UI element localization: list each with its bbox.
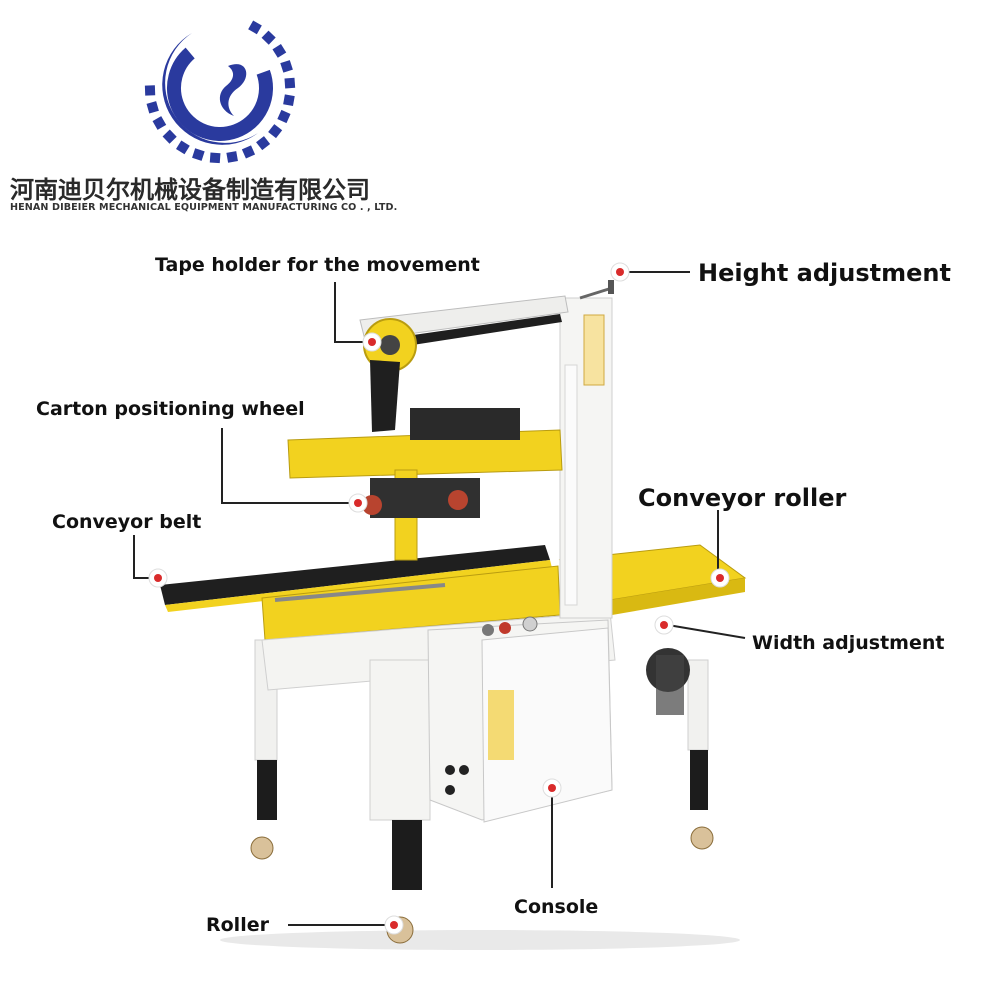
label-tape-holder: Tape holder for the movement [155,254,480,276]
label-width-adjustment: Width adjustment [752,632,945,654]
label-conveyor-belt: Conveyor belt [52,511,202,533]
company-logo-icon [144,20,296,164]
callout-markers [148,262,730,935]
label-conveyor-roller: Conveyor roller [638,484,847,512]
label-console: Console [514,896,599,918]
label-height-adjustment: Height adjustment [698,259,951,287]
company-name-cn: 河南迪贝尔机械设备制造有限公司 [10,176,370,204]
label-carton-positioning-wheel: Carton positioning wheel [36,398,305,420]
company-name-en: HENAN DIBEIER MECHANICAL EQUIPMENT MANUF… [10,202,398,213]
label-roller: Roller [206,914,269,936]
